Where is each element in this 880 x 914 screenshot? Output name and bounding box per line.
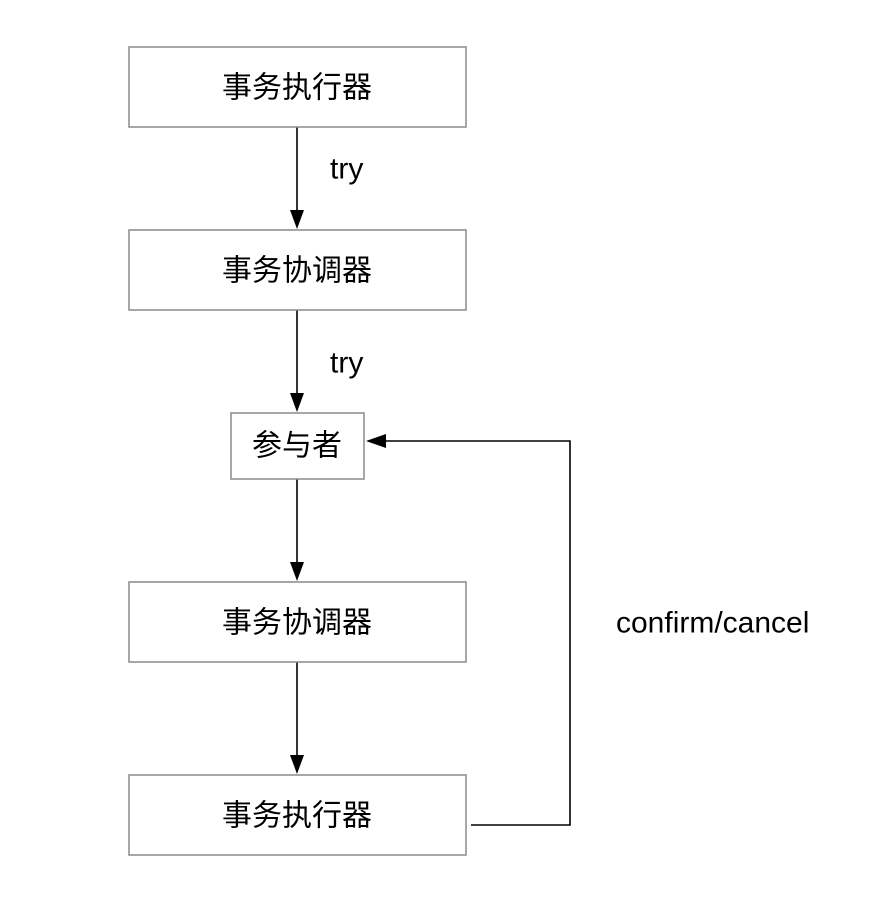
edge-coordinator-2-to-executor-bottom xyxy=(290,662,304,774)
edge-label-confirm-cancel: confirm/cancel xyxy=(616,607,809,640)
edge-coordinator-1-to-participant: try xyxy=(290,310,363,412)
edge-executor-to-coordinator-1: try xyxy=(290,127,363,229)
node-label: 事务执行器 xyxy=(222,799,372,834)
node-label: 事务执行器 xyxy=(222,71,372,106)
node-executor-top: 事务执行器 xyxy=(128,46,467,128)
edge-label-try-2: try xyxy=(330,347,363,380)
node-coordinator-1: 事务协调器 xyxy=(128,229,467,311)
node-label: 事务协调器 xyxy=(222,254,372,289)
edge-label-try-1: try xyxy=(330,153,363,186)
edge-participant-to-coordinator-2 xyxy=(290,479,304,581)
node-participant: 参与者 xyxy=(230,412,365,480)
node-label: 事务协调器 xyxy=(222,606,372,641)
node-label: 参与者 xyxy=(252,429,342,464)
node-coordinator-2: 事务协调器 xyxy=(128,581,467,663)
node-executor-bottom: 事务执行器 xyxy=(128,774,467,856)
edge-executor-bottom-to-participant: confirm/cancel xyxy=(366,434,809,826)
